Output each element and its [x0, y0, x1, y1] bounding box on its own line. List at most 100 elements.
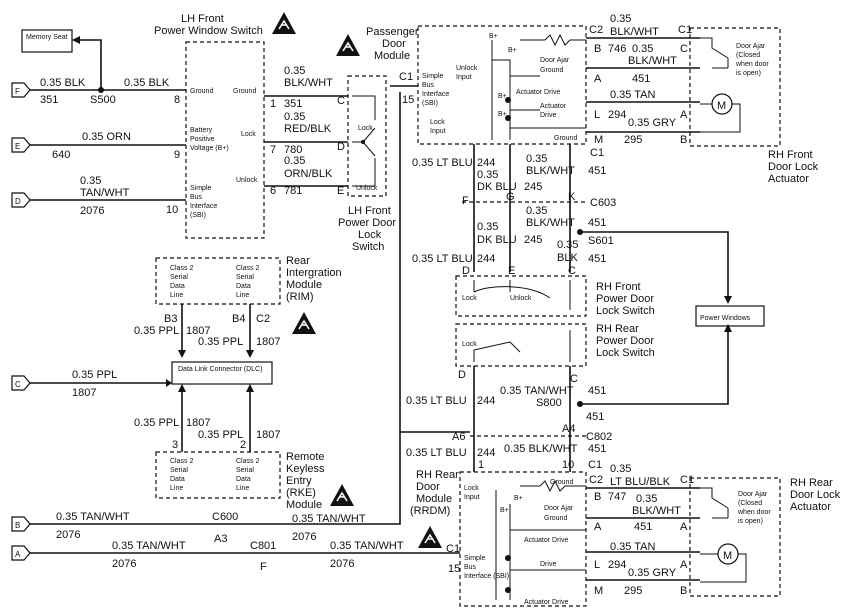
- svg-text:Door Lock: Door Lock: [790, 489, 841, 501]
- svg-text:2076: 2076: [330, 558, 354, 570]
- svg-text:Actuator: Actuator: [540, 103, 567, 110]
- svg-text:Power Door: Power Door: [338, 217, 396, 229]
- svg-text:(RKE): (RKE): [286, 487, 316, 499]
- svg-text:0.35 TAN/WHT: 0.35 TAN/WHT: [56, 511, 130, 523]
- svg-text:S800: S800: [536, 397, 562, 409]
- svg-text:7: 7: [270, 144, 276, 156]
- svg-text:RH Rear: RH Rear: [596, 323, 639, 335]
- svg-text:Data: Data: [236, 283, 251, 290]
- svg-text:C802: C802: [586, 431, 612, 443]
- svg-text:0.35 PPL: 0.35 PPL: [198, 429, 243, 441]
- svg-text:Battery: Battery: [190, 127, 213, 134]
- svg-text:C600: C600: [212, 511, 238, 523]
- connector-B: B: [11, 516, 31, 532]
- data-link-connector: Data Link Connector (DLC): [171, 361, 273, 385]
- svg-text:Voltage (B+): Voltage (B+): [190, 145, 229, 152]
- svg-text:E: E: [508, 265, 515, 277]
- svg-text:F: F: [462, 195, 469, 207]
- memory-seat-box: Memory Seat: [21, 29, 73, 53]
- svg-text:Door: Door: [416, 481, 440, 493]
- svg-text:M: M: [594, 134, 603, 146]
- svg-text:(SBI): (SBI): [422, 100, 438, 107]
- svg-text:(RIM): (RIM): [286, 291, 314, 303]
- svg-text:C: C: [680, 43, 688, 55]
- svg-text:Lock: Lock: [462, 341, 477, 348]
- svg-text:1807: 1807: [186, 325, 210, 337]
- svg-text:Input: Input: [430, 128, 446, 135]
- svg-text:0.35 BLK/WHT: 0.35 BLK/WHT: [504, 443, 578, 455]
- svg-text:Module: Module: [286, 499, 322, 511]
- svg-text:0.35 PPL: 0.35 PPL: [198, 336, 243, 348]
- svg-text:1807: 1807: [256, 429, 280, 441]
- svg-text:295: 295: [624, 134, 642, 146]
- svg-text:245: 245: [524, 234, 542, 246]
- svg-text:780: 780: [284, 144, 302, 156]
- svg-text:Line: Line: [170, 485, 183, 492]
- svg-text:BLK/WHT: BLK/WHT: [526, 165, 575, 177]
- svg-text:0.35: 0.35: [636, 493, 657, 505]
- svg-text:10: 10: [562, 459, 574, 471]
- svg-text:8: 8: [174, 94, 180, 106]
- svg-text:C1: C1: [399, 71, 413, 83]
- svg-text:C: C: [337, 95, 345, 107]
- svg-text:Serial: Serial: [170, 467, 188, 474]
- svg-text:Module: Module: [374, 50, 410, 62]
- svg-text:1: 1: [270, 98, 276, 110]
- svg-text:1807: 1807: [72, 387, 96, 399]
- svg-text:C: C: [568, 265, 576, 277]
- svg-text:781: 781: [284, 185, 302, 197]
- svg-text:when door: when door: [737, 509, 771, 516]
- svg-text:D: D: [462, 265, 470, 277]
- svg-text:LH Front: LH Front: [348, 205, 391, 217]
- svg-text:Serial: Serial: [236, 274, 254, 281]
- svg-text:C603: C603: [590, 197, 616, 209]
- svg-text:Memory Seat: Memory Seat: [26, 34, 68, 41]
- svg-text:Module: Module: [416, 493, 452, 505]
- svg-text:Interface: Interface: [190, 203, 217, 210]
- svg-text:A: A: [680, 109, 688, 121]
- svg-text:Data Link Connector (DLC): Data Link Connector (DLC): [178, 366, 262, 373]
- power-windows-box: Power Windows: [695, 305, 765, 327]
- svg-text:0.35 GRY: 0.35 GRY: [628, 117, 677, 129]
- svg-text:Input: Input: [464, 494, 480, 501]
- svg-text:Keyless: Keyless: [286, 463, 325, 475]
- rh-front-door-lock-actuator: Door Ajar (Closed when door is open) M: [689, 27, 781, 147]
- svg-text:TAN/WHT: TAN/WHT: [80, 187, 130, 199]
- svg-text:0.35 PPL: 0.35 PPL: [134, 417, 179, 429]
- svg-text:Door Ajar: Door Ajar: [540, 57, 570, 64]
- svg-text:Bus: Bus: [464, 564, 477, 571]
- svg-text:0.35 PPL: 0.35 PPL: [134, 325, 179, 337]
- svg-text:0.35: 0.35: [557, 239, 578, 251]
- svg-text:A: A: [680, 521, 688, 533]
- svg-text:Line: Line: [236, 292, 249, 299]
- svg-text:(SBI): (SBI): [190, 212, 206, 219]
- svg-text:451: 451: [632, 73, 650, 85]
- svg-text:0.35: 0.35: [610, 13, 631, 25]
- svg-text:2076: 2076: [80, 205, 104, 217]
- svg-text:C2: C2: [256, 313, 270, 325]
- svg-text:0.35 BLK: 0.35 BLK: [124, 77, 170, 89]
- svg-text:A6: A6: [452, 431, 465, 443]
- svg-text:C1: C1: [678, 24, 692, 36]
- svg-text:244: 244: [477, 395, 495, 407]
- svg-text:15: 15: [448, 563, 460, 575]
- svg-text:Door Ajar: Door Ajar: [738, 491, 768, 498]
- svg-text:Intergration: Intergration: [286, 267, 342, 279]
- connector-E: E: [11, 137, 31, 153]
- svg-text:M: M: [594, 585, 603, 597]
- svg-text:E: E: [337, 185, 344, 197]
- svg-text:B+: B+: [498, 93, 507, 100]
- svg-text:Power Door: Power Door: [596, 335, 654, 347]
- svg-text:Door Ajar: Door Ajar: [736, 43, 766, 50]
- svg-text:Class 2: Class 2: [170, 265, 193, 272]
- svg-text:F: F: [15, 87, 20, 96]
- svg-text:BLK/WHT: BLK/WHT: [284, 77, 333, 89]
- svg-text:Ground: Ground: [550, 479, 573, 486]
- svg-text:RH Front: RH Front: [768, 149, 813, 161]
- svg-text:Lock Switch: Lock Switch: [596, 347, 655, 359]
- svg-text:L: L: [594, 559, 600, 571]
- svg-text:Positive: Positive: [190, 136, 215, 143]
- svg-text:Data: Data: [170, 476, 185, 483]
- svg-text:Lock Switch: Lock Switch: [596, 305, 655, 317]
- svg-text:Unlock: Unlock: [356, 185, 378, 192]
